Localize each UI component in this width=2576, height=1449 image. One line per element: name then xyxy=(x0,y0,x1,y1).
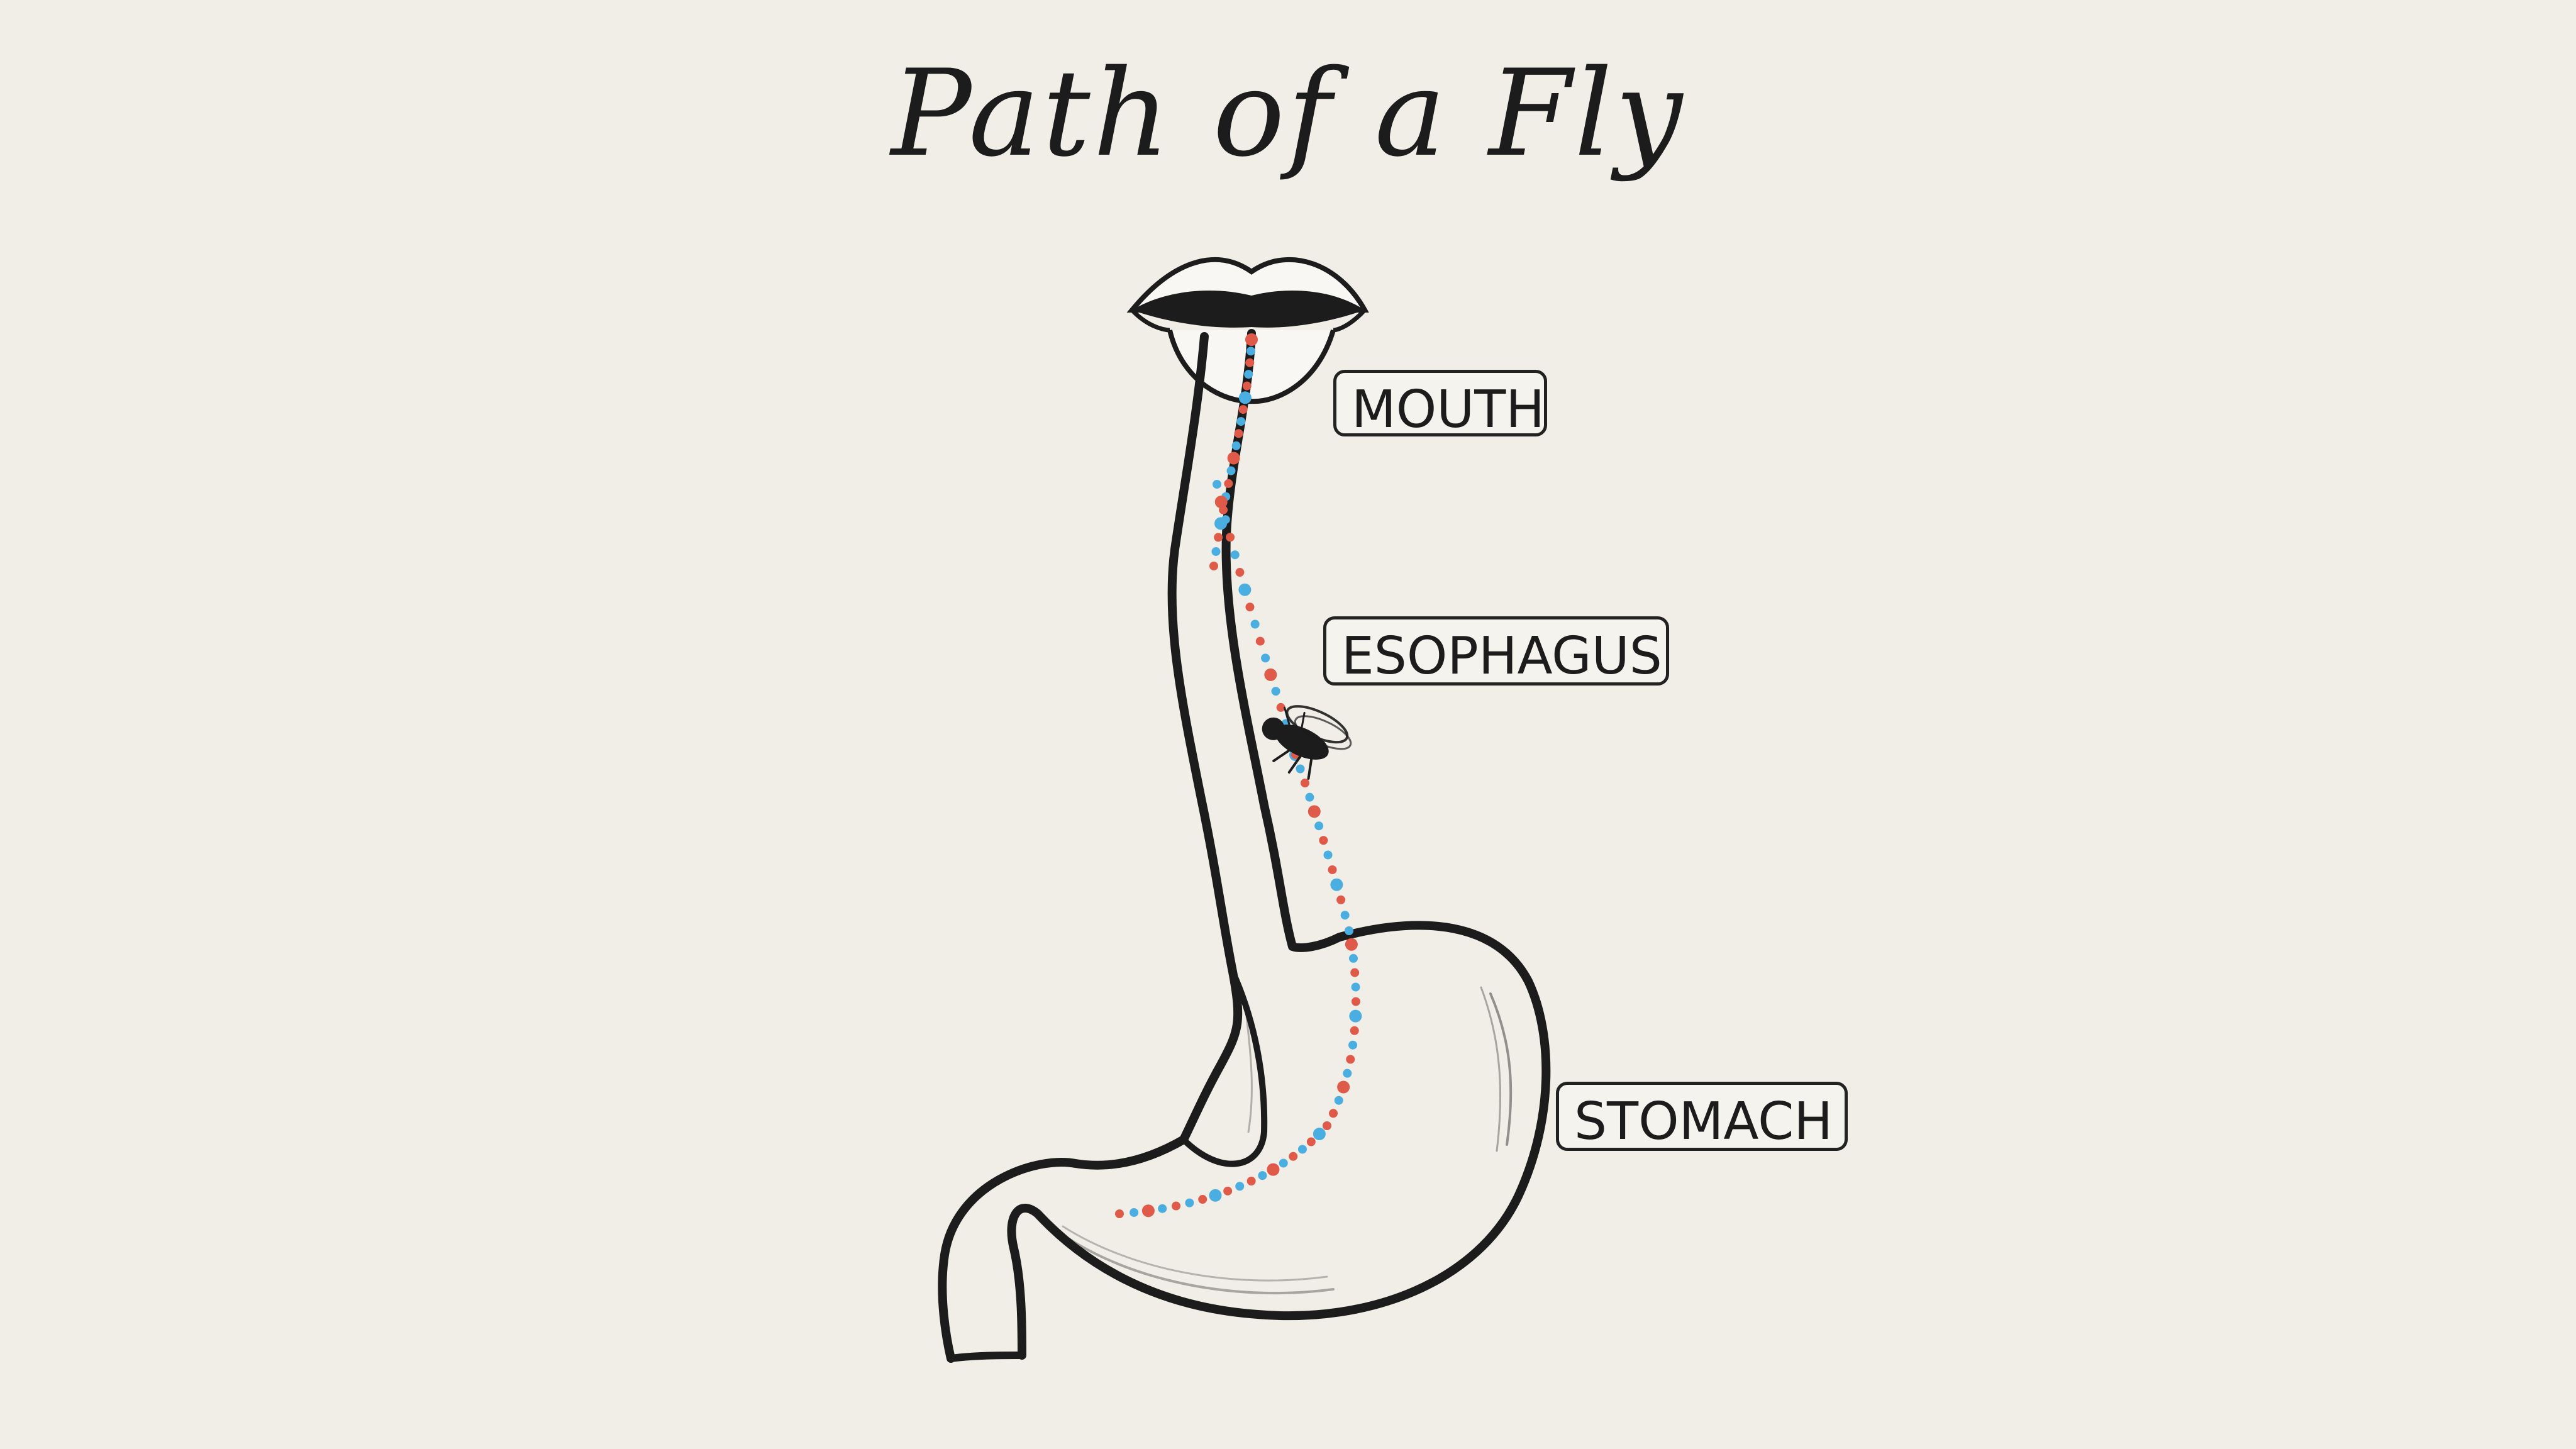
path-dot xyxy=(1314,821,1324,831)
path-dot xyxy=(1236,417,1246,426)
path-dot xyxy=(1267,1163,1280,1176)
fly-path-dots xyxy=(1115,333,1362,1218)
path-dot xyxy=(1245,602,1255,612)
path-dot xyxy=(1279,1158,1288,1168)
path-dot xyxy=(1198,1195,1208,1204)
path-dot xyxy=(1258,1171,1267,1180)
label-stomach: STOMACH xyxy=(1556,1082,1848,1151)
path-dot xyxy=(1226,533,1235,542)
path-dot xyxy=(1209,1189,1222,1202)
path-dot xyxy=(1337,1080,1350,1094)
path-dot xyxy=(1351,997,1360,1006)
path-dot xyxy=(1336,895,1346,904)
path-dot xyxy=(1300,779,1309,788)
path-dot xyxy=(1245,333,1258,346)
path-dot xyxy=(1350,1026,1359,1035)
path-dot xyxy=(1305,792,1314,802)
path-dot xyxy=(1289,1152,1298,1161)
path-dot xyxy=(1130,1208,1139,1217)
path-dot xyxy=(1296,764,1305,774)
path-dot xyxy=(1343,1069,1352,1078)
label-mouth: MOUTH xyxy=(1333,370,1547,436)
path-dot xyxy=(1172,1201,1181,1211)
path-dot xyxy=(1209,562,1218,570)
path-dot xyxy=(1238,583,1252,596)
path-dot xyxy=(1238,405,1248,414)
path-dot xyxy=(1319,836,1328,845)
path-dot xyxy=(1238,391,1252,404)
path-dot xyxy=(1185,1198,1194,1208)
path-dot xyxy=(1323,1121,1331,1130)
path-dot xyxy=(1261,653,1270,663)
path-dot xyxy=(1328,865,1337,874)
path-dot xyxy=(1214,533,1223,542)
path-dot xyxy=(1255,636,1265,646)
path-dot xyxy=(1221,515,1230,525)
path-dot xyxy=(1235,1182,1245,1191)
path-dot xyxy=(1346,1055,1355,1064)
label-esophagus: ESOPHAGUS xyxy=(1323,616,1669,686)
path-dot xyxy=(1307,805,1321,818)
path-dot xyxy=(1231,441,1241,450)
path-dot xyxy=(1223,1186,1233,1196)
path-dot xyxy=(1245,358,1255,367)
path-dot xyxy=(1297,1145,1307,1154)
path-dot xyxy=(1329,1109,1338,1118)
path-dot xyxy=(1226,466,1236,475)
path-dot xyxy=(1244,370,1253,379)
path-dot xyxy=(1227,452,1240,465)
path-dot xyxy=(1349,1009,1362,1023)
path-dot xyxy=(1345,926,1353,935)
lips-icon xyxy=(1126,257,1369,404)
path-dot xyxy=(1234,429,1243,438)
page-title: Path of a Fly xyxy=(891,44,1685,183)
path-dot xyxy=(1214,496,1228,509)
path-dot xyxy=(1323,850,1333,860)
path-dot xyxy=(1348,1040,1358,1050)
path-dot xyxy=(1271,687,1280,696)
path-dot xyxy=(1345,938,1358,951)
path-dot xyxy=(1340,911,1350,920)
path-dot xyxy=(1115,1209,1124,1218)
path-dot xyxy=(1348,953,1358,963)
fly-icon xyxy=(1262,705,1352,780)
path-dot xyxy=(1213,480,1221,489)
path-dot xyxy=(1330,878,1343,891)
path-dot xyxy=(1313,1128,1326,1141)
path-dot xyxy=(1350,968,1360,977)
path-dot xyxy=(1158,1204,1167,1213)
path-dot xyxy=(1334,1096,1343,1105)
path-dot xyxy=(1264,668,1277,681)
path-dot xyxy=(1235,568,1245,577)
path-dot xyxy=(1246,347,1255,356)
path-dot xyxy=(1351,982,1360,992)
esophagus-stomach-outline xyxy=(938,329,1551,1363)
path-dot xyxy=(1141,1204,1155,1218)
path-dot xyxy=(1306,1137,1316,1146)
path-dot xyxy=(1246,1177,1256,1186)
path-dot xyxy=(1224,479,1233,488)
path-dot xyxy=(1276,702,1285,712)
path-dot xyxy=(1211,547,1221,556)
path-dot xyxy=(1230,550,1240,560)
path-dot xyxy=(1250,619,1260,629)
path-dot xyxy=(1242,381,1252,391)
